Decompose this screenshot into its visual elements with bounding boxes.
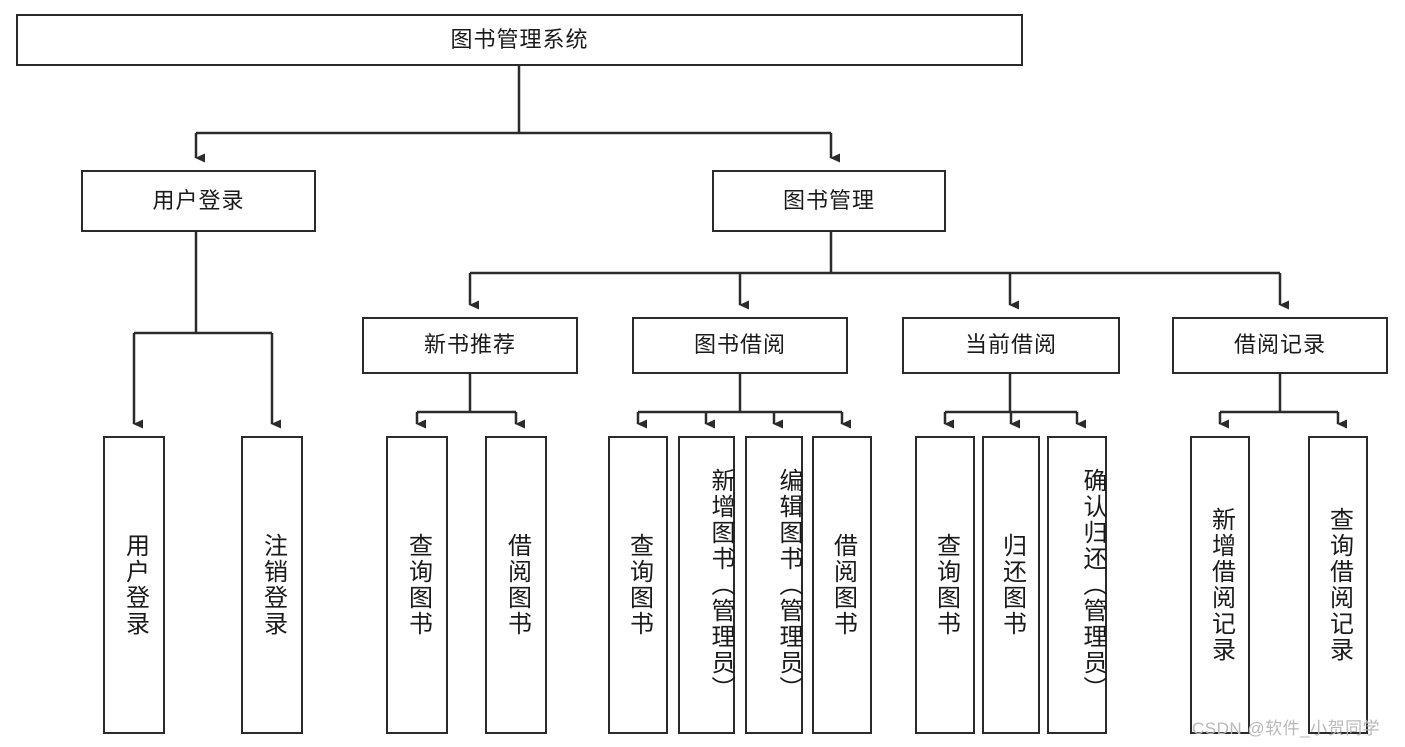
node-label: 用户登录	[121, 533, 149, 637]
node-label: 当前借阅	[964, 332, 1057, 358]
leaf-query-book-new[interactable]: 查询图书	[386, 436, 448, 734]
leaf-confirm-return-admin[interactable]: 确认归还（管理员）	[1047, 436, 1107, 734]
node-label: 借阅图书	[503, 533, 531, 637]
node-label: 确认归还（管理员）	[1079, 468, 1106, 702]
node-borrow-records[interactable]: 借阅记录	[1172, 317, 1388, 374]
node-label: 图书借阅	[693, 332, 786, 358]
node-root-system[interactable]: 图书管理系统	[16, 14, 1023, 66]
csdn-watermark: CSDN @软件_小贺同学	[1192, 719, 1381, 738]
node-label: 新增借阅记录	[1207, 507, 1235, 663]
node-label: 图书管理系统	[450, 26, 589, 52]
leaf-query-borrow-record[interactable]: 查询借阅记录	[1308, 436, 1368, 734]
node-label: 注销登录	[259, 533, 287, 637]
node-book-borrow[interactable]: 图书借阅	[632, 317, 848, 374]
node-label: 查询借阅记录	[1325, 507, 1353, 663]
node-label: 新书推荐	[423, 332, 516, 358]
node-label: 查询图书	[932, 533, 960, 637]
node-label: 图书管理	[782, 187, 875, 213]
node-label: 新增图书（管理员）	[707, 468, 734, 702]
node-new-book-recommend[interactable]: 新书推荐	[362, 317, 578, 374]
leaf-add-borrow-record[interactable]: 新增借阅记录	[1190, 436, 1250, 734]
node-label: 借阅图书	[829, 533, 857, 637]
leaf-query-book-borrow[interactable]: 查询图书	[608, 436, 668, 734]
leaf-logout[interactable]: 注销登录	[241, 436, 303, 734]
leaf-edit-book-admin[interactable]: 编辑图书（管理员）	[745, 436, 803, 734]
node-label: 用户登录	[152, 187, 245, 213]
leaf-borrow-book-new[interactable]: 借阅图书	[485, 436, 547, 734]
leaf-user-login[interactable]: 用户登录	[103, 436, 165, 734]
node-user-login[interactable]: 用户登录	[81, 170, 316, 232]
leaf-query-book-current[interactable]: 查询图书	[915, 436, 975, 734]
node-label: 编辑图书（管理员）	[775, 468, 802, 702]
leaf-add-book-admin[interactable]: 新增图书（管理员）	[678, 436, 735, 734]
leaf-borrow-book[interactable]: 借阅图书	[812, 436, 872, 734]
node-current-borrow[interactable]: 当前借阅	[902, 317, 1120, 374]
leaf-return-book[interactable]: 归还图书	[982, 436, 1040, 734]
node-label: 查询图书	[404, 533, 432, 637]
node-label: 查询图书	[625, 533, 653, 637]
node-book-management[interactable]: 图书管理	[712, 170, 946, 232]
node-label: 归还图书	[998, 533, 1026, 637]
node-label: 借阅记录	[1233, 332, 1326, 358]
